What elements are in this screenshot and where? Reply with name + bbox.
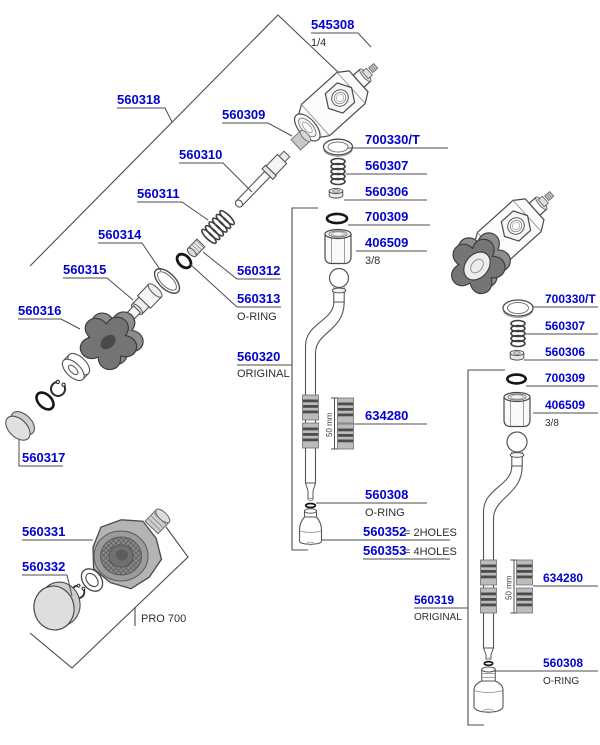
part-sub-560353: = 4HOLES <box>404 546 457 558</box>
oring-left-drawing <box>35 391 55 411</box>
part-sub-560319: ORIGINAL <box>414 612 462 623</box>
part-label-560306-right[interactable]: 560306 <box>545 345 585 359</box>
part-label-560310[interactable]: 560310 <box>179 147 222 162</box>
part-label-560353[interactable]: 560353 <box>363 543 406 558</box>
part-sub-560308-center: O-RING <box>365 507 405 519</box>
part-label-560313[interactable]: 560313 <box>237 291 280 306</box>
star-knob-right-drawing <box>449 230 513 296</box>
cap-560332-drawing <box>33 581 81 631</box>
part-label-560331[interactable]: 560331 <box>22 524 65 539</box>
part-label-560308-right[interactable]: 560308 <box>543 656 583 670</box>
steam-pipe-center-drawing <box>302 267 350 501</box>
ring-560314-drawing <box>153 268 181 294</box>
part-label-545308[interactable]: 545308 <box>311 17 354 32</box>
part-sub-560352: = 2HOLES <box>404 527 457 539</box>
seat-560306-right-drawing <box>509 349 525 361</box>
leader-560314 <box>98 242 162 272</box>
pro700-model-text: PRO 700 <box>141 613 186 625</box>
leader-560332 <box>22 574 73 597</box>
part-label-406509-center[interactable]: 406509 <box>365 235 408 250</box>
ring-700330t-right-drawing <box>502 299 534 318</box>
pro700-group-outline <box>29 526 189 669</box>
nut-406509-center-drawing <box>324 228 352 265</box>
leader-560313 <box>189 263 281 308</box>
measure-50mm-right <box>510 559 533 614</box>
leader-560317 <box>18 439 63 467</box>
knurled-knob-560331-drawing <box>92 519 163 590</box>
part-label-560307-right[interactable]: 560307 <box>545 319 585 333</box>
part-label-560332[interactable]: 560332 <box>22 559 65 574</box>
plug-560312-drawing <box>186 238 206 258</box>
center-assembly-bracket <box>291 207 318 551</box>
part-label-634280-right[interactable]: 634280 <box>543 571 583 585</box>
part-sub-560313: O-RING <box>237 311 277 323</box>
tip-560352-drawing <box>298 508 323 546</box>
part-label-634280-center[interactable]: 634280 <box>365 408 408 423</box>
leader-560310 <box>179 162 253 193</box>
part-label-700330t-center[interactable]: 700330/T <box>365 132 420 147</box>
star-knob-560316-drawing <box>75 304 150 376</box>
right-assembly-bracket <box>467 369 505 726</box>
part-label-560314[interactable]: 560314 <box>98 227 142 242</box>
valve-stem-560310-drawing <box>234 150 291 208</box>
part-sub-560308-right: O-RING <box>543 676 579 687</box>
part-sub-406509-right: 3/8 <box>545 418 559 429</box>
part-label-406509-right[interactable]: 406509 <box>545 398 585 412</box>
assembly-axis-line <box>29 14 341 267</box>
part-label-560311[interactable]: 560311 <box>137 186 180 201</box>
washer-pro700-drawing <box>80 568 104 592</box>
part-label-560320[interactable]: 560320 <box>237 349 280 364</box>
leader-560318 <box>117 107 173 123</box>
fitting-560315-drawing <box>123 283 163 323</box>
leader-560316 <box>18 318 81 330</box>
leader-545308 <box>311 32 372 48</box>
steam-pipe-right-drawing <box>480 431 528 661</box>
nut-406509-right-drawing <box>503 391 531 428</box>
part-label-560319[interactable]: 560319 <box>414 593 454 607</box>
tip-pro700-right-drawing <box>473 666 504 714</box>
part-sub-545308: 1/4 <box>311 37 326 49</box>
part-label-560315[interactable]: 560315 <box>63 262 106 277</box>
leader-560311 <box>137 201 209 221</box>
washer-left-drawing <box>61 352 91 382</box>
measure-text-center: 50 mm <box>325 412 334 437</box>
part-label-700309-center[interactable]: 700309 <box>365 209 408 224</box>
part-label-700330t-right[interactable]: 700330/T <box>545 292 596 306</box>
knob-stem-drawing <box>144 508 171 535</box>
part-label-560352[interactable]: 560352 <box>363 524 406 539</box>
leader-560312 <box>202 251 281 280</box>
c-clip-left-drawing <box>50 379 67 397</box>
cap-560317-drawing <box>5 411 36 441</box>
oring-560313-drawing <box>175 252 193 270</box>
part-label-560307-center[interactable]: 560307 <box>365 158 408 173</box>
part-label-560312[interactable]: 560312 <box>237 263 280 278</box>
measure-50mm-center <box>331 397 354 450</box>
part-label-560308-center[interactable]: 560308 <box>365 487 408 502</box>
bushing-560309-drawing <box>290 129 312 151</box>
part-label-700309-right[interactable]: 700309 <box>545 371 585 385</box>
part-sub-406509-center: 3/8 <box>365 255 380 267</box>
seat-560306-center-drawing <box>328 187 344 199</box>
part-sub-560320: ORIGINAL <box>237 368 290 380</box>
oring-700309-center-drawing <box>325 212 349 225</box>
oring-700309-right-drawing <box>505 373 527 385</box>
ring-700330t-center-drawing <box>322 138 354 157</box>
oring-560308-center-drawing <box>304 502 317 509</box>
spring-560307-right-drawing <box>510 319 526 348</box>
leader-560309 <box>222 122 293 137</box>
part-label-560309[interactable]: 560309 <box>222 107 265 122</box>
leader-560315 <box>63 277 134 301</box>
part-label-560318[interactable]: 560318 <box>117 92 160 107</box>
spring-560311-drawing <box>201 209 235 245</box>
part-label-560316[interactable]: 560316 <box>18 303 61 318</box>
oring-560308-right-drawing <box>483 660 494 667</box>
part-label-560317[interactable]: 560317 <box>22 450 65 465</box>
measure-text-right: 50 mm <box>505 575 514 600</box>
spring-560307-center-drawing <box>330 157 346 186</box>
part-label-560306-center[interactable]: 560306 <box>365 184 408 199</box>
